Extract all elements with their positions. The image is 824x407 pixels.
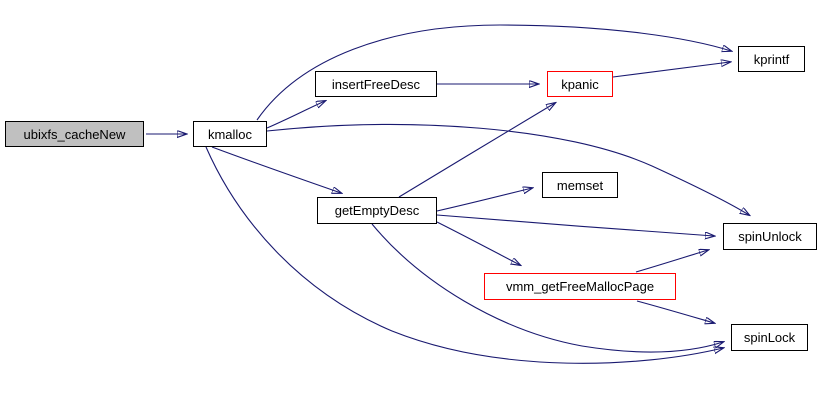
edge-vmm_getFreeMallocPage-to-spinLock	[636, 300, 714, 323]
node-insertfreedesc[interactable]: insertFreeDesc	[315, 71, 437, 97]
edge-getEmptyDesc-to-memset	[436, 188, 532, 212]
edge-kmalloc-to-spinLock	[205, 146, 723, 364]
edge-getEmptyDesc-to-spinUnlock	[436, 214, 714, 236]
node-kpanic[interactable]: kpanic	[547, 71, 613, 97]
node-spinunlock[interactable]: spinUnlock	[723, 223, 817, 250]
node-getemptydesc[interactable]: getEmptyDesc	[317, 197, 437, 224]
node-spinlock[interactable]: spinLock	[731, 324, 808, 351]
edge-kmalloc-to-insertFreeDesc	[266, 101, 325, 129]
node-ubixfs-cachenew: ubixfs_cacheNew	[5, 121, 144, 147]
edge-getEmptyDesc-to-spinLock	[371, 223, 723, 353]
edge-kpanic-to-kprintf	[612, 62, 730, 78]
edge-kmalloc-to-spinUnlock	[266, 124, 749, 215]
node-kmalloc[interactable]: kmalloc	[193, 121, 267, 147]
edge-vmm_getFreeMallocPage-to-spinUnlock	[635, 250, 708, 273]
edge-kmalloc-to-kprintf	[256, 24, 731, 121]
node-memset[interactable]: memset	[542, 172, 618, 198]
node-kprintf[interactable]: kprintf	[738, 46, 805, 72]
edge-kmalloc-to-getEmptyDesc	[211, 146, 341, 193]
edge-getEmptyDesc-to-kpanic	[398, 103, 555, 198]
edge-getEmptyDesc-to-vmm_getFreeMallocPage	[436, 221, 520, 265]
node-vmm-getfreemallocpage[interactable]: vmm_getFreeMallocPage	[484, 273, 676, 300]
